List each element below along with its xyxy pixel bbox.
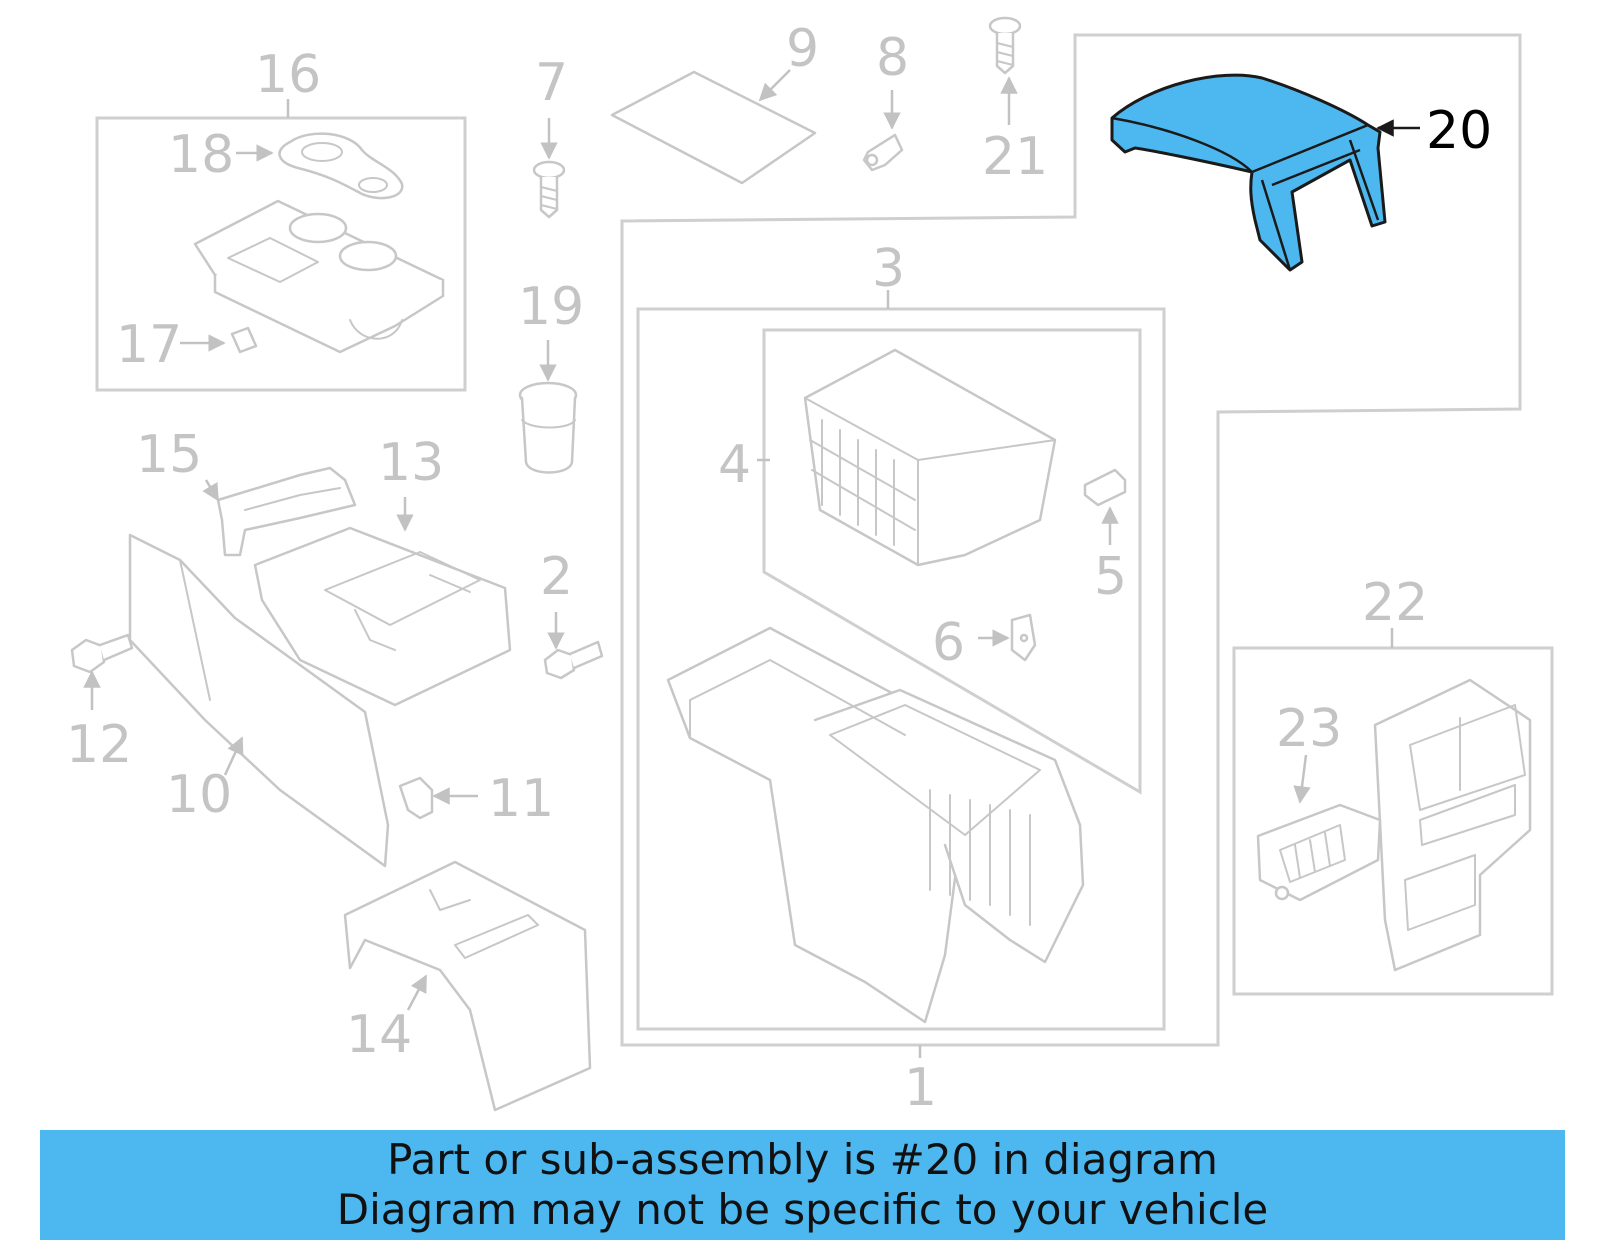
part-16-cup-holder: [193, 199, 445, 354]
callout-2: 2: [540, 547, 573, 607]
callout-21: 21: [982, 127, 1048, 187]
group-1-frame: [620, 33, 1522, 1047]
part-2-bolt: [543, 640, 604, 680]
callout-14: 14: [346, 1005, 412, 1065]
part-10-side-panel: [128, 533, 390, 868]
callout-15: 15: [136, 425, 202, 485]
banner-line-2: Diagram may not be specific to your vehi…: [336, 1185, 1269, 1234]
part-19-cup-insert: [518, 381, 578, 474]
part-6-clip: [1010, 613, 1037, 662]
part-18-cup-mat: [278, 132, 404, 200]
callout-16: 16: [255, 45, 321, 105]
callout-11: 11: [488, 769, 554, 829]
callout-8: 8: [876, 28, 909, 88]
callout-1: 1: [904, 1058, 937, 1118]
callout-6: 6: [932, 613, 965, 673]
part-9-mat: [610, 70, 817, 185]
part-15-bracket: [216, 466, 357, 557]
leader-lines: [83, 69, 1420, 1058]
part-8-clip: [862, 133, 904, 172]
callout-23: 23: [1276, 699, 1342, 759]
callout-7: 7: [535, 53, 568, 113]
callout-22: 22: [1362, 573, 1428, 633]
part-4-storage-bin: [803, 348, 1057, 567]
group-4-frame: [762, 328, 1142, 795]
part-13-support: [253, 526, 512, 707]
part-17-clip: [230, 326, 258, 354]
callout-12: 12: [66, 715, 132, 775]
part-14-lower-panel: [343, 860, 592, 1112]
part-11-clip: [398, 776, 434, 820]
part-22-rear-panel: [1373, 678, 1532, 972]
callout-13: 13: [378, 433, 444, 493]
callout-19: 19: [518, 277, 584, 337]
callouts: 16 18 17 9 7 8 21 19 15 13 2 12 10 11 14…: [66, 19, 1492, 1118]
part-12-bolt: [70, 633, 134, 674]
group-3-frame: [636, 307, 1166, 1031]
part-23-vent: [1256, 803, 1382, 902]
callout-10: 10: [166, 765, 232, 825]
callout-17: 17: [116, 315, 182, 375]
part-3-console-body: [666, 626, 1085, 1024]
callout-3: 3: [872, 239, 905, 299]
part-7-screw: [532, 160, 566, 219]
info-banner: Part or sub-assembly is #20 in diagram D…: [40, 1130, 1565, 1240]
callout-9: 9: [786, 19, 819, 79]
banner-line-1: Part or sub-assembly is #20 in diagram: [387, 1135, 1218, 1184]
part-20-armrest-lid[interactable]: [1110, 73, 1387, 272]
callout-18: 18: [168, 125, 234, 185]
part-21-screw: [988, 16, 1022, 75]
group-16-frame: [95, 116, 467, 392]
callout-4: 4: [718, 435, 751, 495]
callout-20[interactable]: 20: [1426, 101, 1492, 161]
part-5-clip: [1083, 468, 1127, 507]
callout-5: 5: [1094, 547, 1127, 607]
